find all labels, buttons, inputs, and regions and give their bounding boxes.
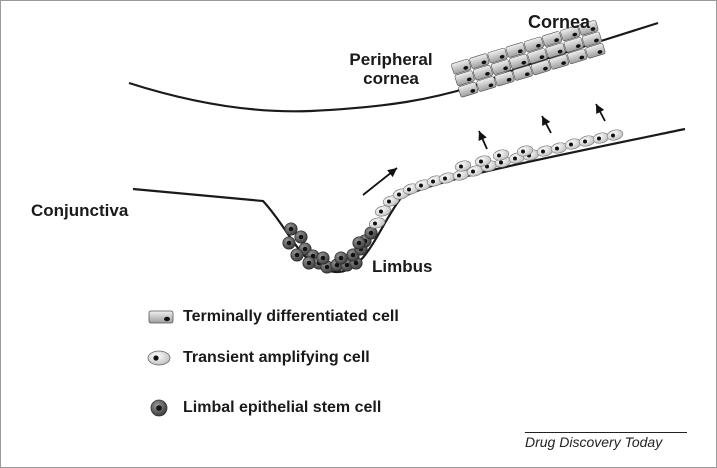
transient-cell bbox=[592, 132, 610, 144]
stem-cell bbox=[290, 248, 304, 262]
terminal-cell bbox=[469, 53, 490, 69]
stem-cell bbox=[352, 236, 366, 250]
transient-cell bbox=[536, 145, 554, 157]
terminal-cell bbox=[585, 43, 606, 59]
migration-arrow bbox=[595, 103, 606, 122]
terminal-cell bbox=[578, 20, 599, 36]
transient-cell bbox=[474, 155, 492, 167]
transient-cell bbox=[550, 142, 568, 154]
migration-arrow bbox=[362, 167, 398, 196]
upper-surface-line bbox=[128, 21, 659, 113]
terminal-cell bbox=[581, 31, 602, 47]
terminal-cell-group bbox=[451, 20, 606, 98]
terminal-cell bbox=[549, 54, 570, 70]
transient-cell bbox=[452, 169, 470, 181]
peripheral-cornea-line2: cornea bbox=[363, 68, 419, 88]
stem-cell bbox=[364, 226, 378, 240]
migration-arrow bbox=[478, 130, 488, 150]
legend-terminal-label: Terminally differentiated cell bbox=[183, 308, 399, 325]
terminal-cell bbox=[494, 70, 515, 87]
terminal-cell bbox=[491, 59, 512, 75]
basement-membrane-line bbox=[132, 127, 686, 274]
transient-cell bbox=[492, 149, 510, 161]
conjunctiva-label: Conjunctiva bbox=[31, 201, 129, 220]
transient-cell bbox=[374, 205, 392, 217]
transient-cell bbox=[454, 160, 472, 172]
terminal-cell bbox=[542, 31, 563, 47]
peripheral-cornea-label: Peripheral cornea bbox=[347, 50, 435, 88]
legend-transient-label: Transient amplifying cell bbox=[183, 349, 370, 366]
stem-cell bbox=[334, 251, 348, 265]
transient-cell bbox=[368, 217, 386, 229]
terminal-cell-icon bbox=[147, 305, 177, 329]
transient-cell-group bbox=[368, 129, 624, 229]
migration-arrows bbox=[362, 103, 606, 196]
limbus-label: Limbus bbox=[372, 257, 433, 276]
terminal-cell bbox=[567, 48, 588, 64]
terminal-cell bbox=[458, 81, 479, 98]
credit-rule bbox=[525, 432, 687, 433]
terminal-cell bbox=[512, 65, 533, 81]
transient-cell bbox=[564, 138, 582, 150]
cornea-label: Cornea bbox=[528, 12, 591, 32]
terminal-cell bbox=[523, 36, 544, 53]
migration-arrow bbox=[541, 115, 552, 134]
legend-stem-label: Limbal epithelial stem cell bbox=[183, 399, 382, 416]
terminal-cell bbox=[476, 76, 497, 92]
source-credit: Drug Discovery Today bbox=[525, 434, 663, 450]
terminal-cell bbox=[563, 37, 584, 53]
terminal-cell bbox=[509, 53, 530, 70]
legend-transient: Transient amplifying cell bbox=[147, 346, 370, 370]
stem-cell bbox=[282, 236, 296, 250]
stem-cell bbox=[294, 230, 308, 244]
terminal-cell bbox=[505, 42, 526, 58]
transient-cell bbox=[606, 129, 624, 141]
terminal-cell bbox=[454, 70, 475, 86]
stem-cell bbox=[302, 256, 316, 270]
terminal-cell bbox=[560, 25, 581, 42]
stem-cell-icon bbox=[147, 396, 177, 420]
legend-stem: Limbal epithelial stem cell bbox=[147, 396, 381, 420]
terminal-cell bbox=[527, 48, 548, 64]
terminal-cell bbox=[545, 42, 566, 59]
terminal-cell bbox=[451, 58, 472, 75]
legend-terminal: Terminally differentiated cell bbox=[147, 305, 399, 329]
terminal-cell bbox=[487, 47, 508, 64]
transient-cell bbox=[578, 135, 596, 147]
stem-cell bbox=[316, 251, 330, 265]
terminal-cell bbox=[530, 59, 551, 76]
stem-cell bbox=[284, 222, 298, 236]
peripheral-cornea-line1: Peripheral bbox=[349, 50, 433, 69]
transient-cell-icon bbox=[147, 346, 177, 370]
terminal-cell bbox=[472, 64, 493, 81]
transient-cell bbox=[516, 145, 534, 157]
